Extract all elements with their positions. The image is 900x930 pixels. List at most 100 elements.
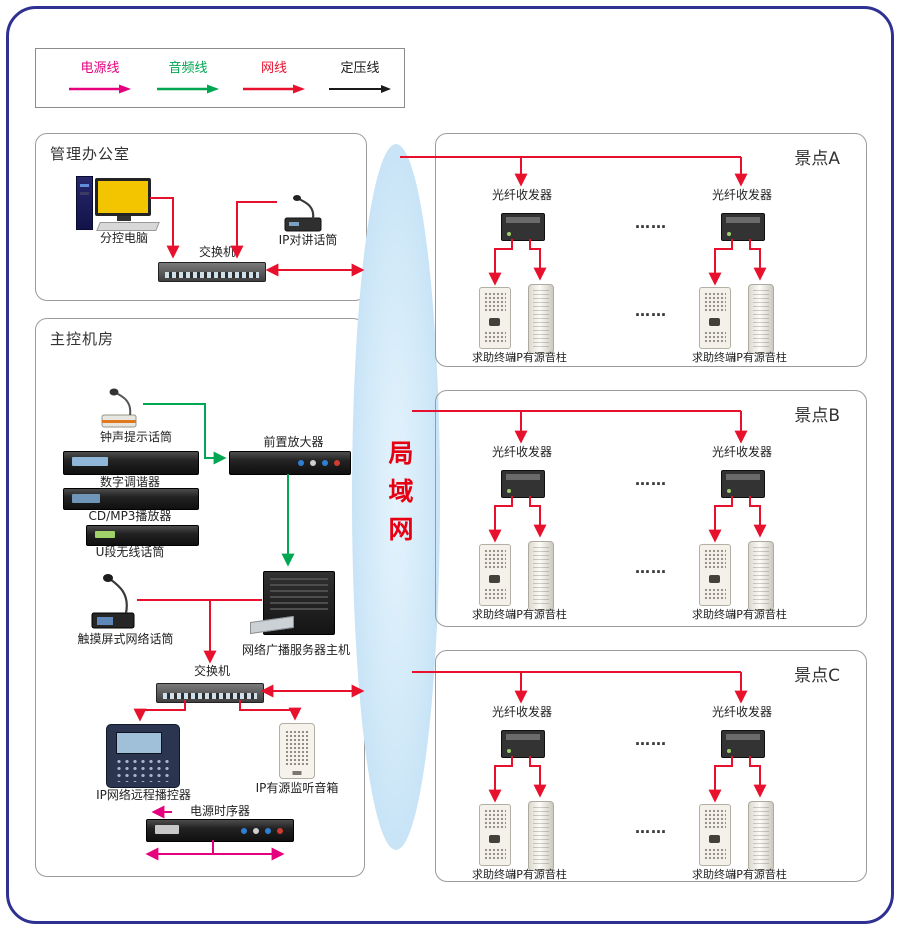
transceiver-stripe: [726, 734, 760, 740]
transceiver-led: [727, 489, 731, 493]
fiber-transceiver-icon: [501, 213, 545, 241]
transceiver-led: [727, 232, 731, 236]
ellipsis-text: ……: [635, 819, 667, 837]
audio-line-arrow-icon: [157, 84, 219, 94]
transceiver-stripe: [506, 217, 540, 223]
terminal-grille: [704, 848, 726, 861]
terminal-grille: [704, 331, 726, 344]
site-box-b: 景点B 光纤收发器 光纤收发器 …… …… 求助终端 IP有源音柱 求助终端 I…: [435, 390, 867, 627]
ellipsis-text: ……: [635, 302, 667, 320]
switch-ports: [163, 693, 257, 699]
office-title: 管理办公室: [50, 145, 131, 163]
site-box-a: 景点A 光纤收发器 光纤收发器 …… …… 求助终端 IP有源音柱 求助终端 I…: [435, 133, 867, 367]
office-switch-icon: [158, 262, 266, 282]
cd-player-icon: [63, 488, 199, 510]
fiber-transceiver-label: 光纤收发器: [711, 705, 772, 719]
column-label: IP有源音柱: [513, 868, 567, 881]
column-label: IP有源音柱: [513, 608, 567, 621]
column-label: IP有源音柱: [733, 868, 787, 881]
terminal-grille: [484, 331, 506, 344]
help-terminal-icon: [699, 287, 731, 349]
tower-slot: [80, 184, 89, 187]
fiber-transceiver-label: 光纤收发器: [491, 705, 552, 719]
tuner-display: [72, 457, 108, 466]
tuner-icon: [63, 451, 199, 475]
terminal-button: [489, 835, 500, 843]
terminal-grille: [704, 588, 726, 601]
terminal-grille: [704, 549, 726, 569]
sequencer-display: [155, 825, 179, 834]
transceiver-led: [507, 749, 511, 753]
control-room-box: 主控机房 钟声提示话筒 前置放大器 数字调谐器 CD/MP3播放器 U段无线话筒…: [35, 318, 365, 877]
remote-controller-icon: [106, 724, 180, 788]
site-c-title: 景点C: [794, 666, 840, 686]
terminal-label: 求助终端: [692, 608, 736, 621]
transceiver-stripe: [726, 217, 760, 223]
touch-mic-icon: [91, 574, 135, 629]
office-switch-label: 交换机: [198, 245, 235, 259]
fiber-transceiver-label: 光纤收发器: [711, 445, 772, 459]
site-a-title: 景点A: [794, 149, 840, 169]
transceiver-led: [507, 489, 511, 493]
legend-item-voltage: 定压线: [318, 57, 402, 95]
audio-line-label: 音频线: [168, 61, 208, 76]
monitor-speaker-label: IP有源监听音箱: [255, 781, 339, 795]
terminal-label: 求助终端: [472, 868, 516, 881]
legend-box: 电源线 音频线 网线 定压线: [35, 48, 405, 108]
room-switch-label: 交换机: [193, 664, 230, 678]
speaker-column-icon: [528, 541, 554, 611]
legend-item-power: 电源线: [58, 57, 142, 95]
terminal-grille: [484, 809, 506, 829]
column-slats: [533, 547, 549, 605]
sequencer-label: 电源时序器: [189, 804, 250, 818]
lan-ellipse: [352, 144, 440, 850]
terminal-button: [709, 575, 720, 583]
terminal-grille: [484, 292, 506, 312]
column-label: IP有源音柱: [733, 608, 787, 621]
room-switch-icon: [156, 683, 264, 703]
sequencer-knobs: [277, 828, 283, 834]
voltage-line-arrow-icon: [329, 85, 391, 93]
fiber-transceiver-icon: [501, 470, 545, 498]
controller-screen: [116, 732, 162, 754]
terminal-grille: [484, 848, 506, 861]
ellipsis-text: ……: [635, 559, 667, 577]
help-terminal-icon: [479, 544, 511, 606]
transceiver-stripe: [726, 474, 760, 480]
server-vents: [270, 578, 328, 614]
transceiver-led: [507, 232, 511, 236]
network-line-label: 网线: [260, 61, 287, 76]
intercom-mic-label: IP对讲话筒: [278, 233, 338, 247]
help-terminal-icon: [479, 804, 511, 866]
site-box-c: 景点C 光纤收发器 光纤收发器 …… …… 求助终端 IP有源音柱 求助终端 I…: [435, 650, 867, 882]
tuner-label: 数字调谐器: [99, 475, 160, 489]
bell-mic-label: 钟声提示话筒: [99, 430, 172, 444]
speaker-column-icon: [528, 801, 554, 871]
pc-tower-icon: [76, 176, 93, 230]
terminal-label: 求助终端: [692, 868, 736, 881]
sequencer-icon: [146, 819, 294, 842]
fiber-transceiver-label: 光纤收发器: [491, 445, 552, 459]
power-line-label: 电源线: [80, 61, 120, 76]
column-slats: [753, 547, 769, 605]
controller-keys: [115, 758, 171, 782]
site-b-title: 景点B: [794, 406, 840, 426]
computer-label: 分控电脑: [99, 231, 148, 245]
ellipsis-text: ……: [635, 731, 667, 749]
column-slats: [753, 290, 769, 348]
keyboard-icon: [96, 222, 160, 231]
terminal-button: [489, 318, 500, 326]
control-room-title: 主控机房: [50, 330, 115, 348]
cd-display: [72, 494, 100, 503]
cd-player-label: CD/MP3播放器: [88, 509, 172, 523]
voltage-line-label: 定压线: [340, 61, 380, 76]
fiber-transceiver-label: 光纤收发器: [711, 188, 772, 202]
power-line-arrow-icon: [69, 84, 131, 94]
pc-monitor-icon: [95, 178, 151, 216]
transceiver-led: [727, 749, 731, 753]
terminal-label: 求助终端: [692, 351, 736, 364]
network-line-arrow-icon: [243, 84, 305, 94]
ip-intercom-mic-icon: [284, 195, 322, 232]
terminal-label: 求助终端: [472, 351, 516, 364]
transceiver-stripe: [506, 734, 540, 740]
